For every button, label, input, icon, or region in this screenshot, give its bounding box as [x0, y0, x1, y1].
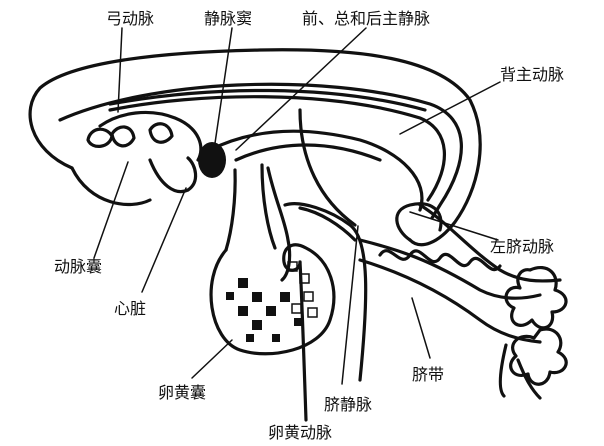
placenta-4: [500, 345, 506, 396]
leader-yolk-sac: [192, 340, 232, 378]
umbilical-vein-line: [285, 204, 366, 380]
leader-heart: [142, 188, 186, 292]
posterior-line: [300, 110, 355, 225]
label-dorsal-aorta: 背主动脉: [500, 66, 564, 84]
leader-sinus-venosus: [214, 28, 232, 150]
leader-aortic-sac: [94, 162, 128, 258]
leader-umbilical-cord: [412, 298, 430, 358]
head-lower-outline: [72, 168, 150, 205]
label-heart: 心脏: [114, 300, 146, 318]
yolk-sac-pattern: [226, 278, 302, 342]
heart-tube: [150, 158, 196, 192]
label-sinus-venosus: 静脉窦: [204, 10, 252, 28]
label-cardinal-veins: 前、总和后主静脉: [302, 10, 430, 28]
yolk-sac-stalk-inner: [268, 168, 290, 280]
vitelline-stalk-right: [262, 165, 275, 248]
label-yolk-sac: 卵黄囊: [158, 384, 206, 402]
label-left-umbilical-artery: 左脐动脉: [490, 238, 554, 256]
sinus-venosus-mass: [198, 142, 226, 178]
arch-2: [112, 127, 134, 146]
label-aortic-arch: 弓动脉: [106, 10, 154, 28]
leader-umbilical-vein: [342, 226, 358, 384]
vitelline-artery-line: [300, 262, 306, 420]
label-aortic-sac: 动脉囊: [54, 258, 102, 276]
label-vitelline-artery: 卵黄动脉: [268, 424, 332, 442]
label-umbilical-vein: 脐静脉: [324, 396, 372, 414]
placenta-2: [511, 329, 567, 384]
leader-left-umbilical: [410, 212, 498, 240]
cardinal-vein: [210, 131, 422, 210]
arch-1: [88, 129, 112, 146]
label-umbilical-cord: 脐带: [412, 366, 444, 384]
vitelline-stalk-left: [226, 170, 235, 250]
arch-3: [150, 124, 172, 143]
